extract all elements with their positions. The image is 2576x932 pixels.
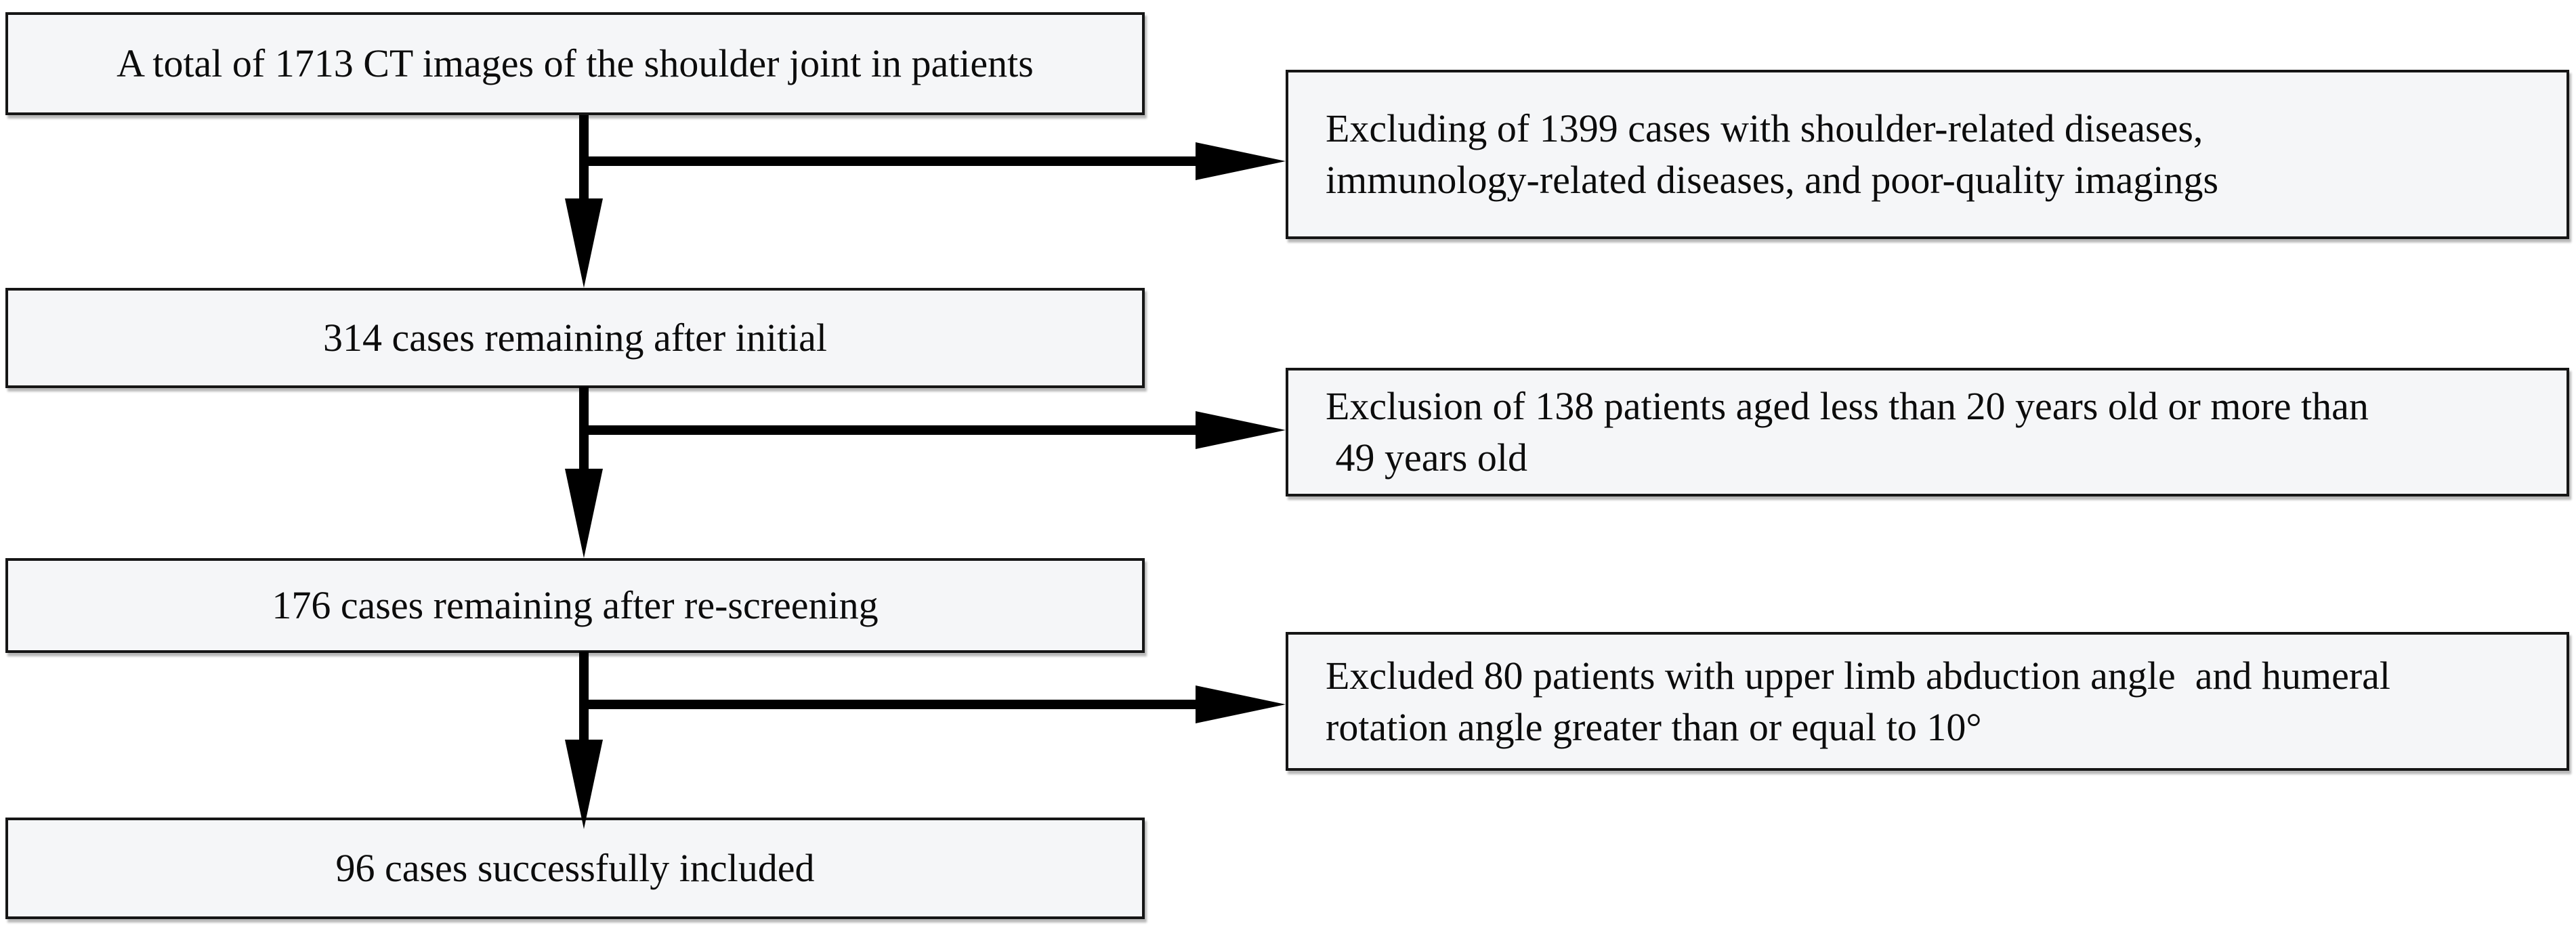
arrow-down-icon <box>565 469 603 558</box>
flow-box-rescreening-remaining: 176 cases remaining after re-screening <box>5 558 1145 653</box>
connector-down-line-3 <box>579 652 589 740</box>
arrow-right-icon <box>1196 411 1286 449</box>
arrow-right-icon <box>1196 685 1286 723</box>
flow-box-label-line: Excluded 80 patients with upper limb abd… <box>1326 653 2391 698</box>
flow-box-label-line: Excluding of 1399 cases with shoulder-re… <box>1326 106 2203 150</box>
flow-box-label: A total of 1713 CT images of the shoulde… <box>117 41 1034 85</box>
flow-box-label-line: rotation angle greater than or equal to … <box>1326 704 1982 749</box>
flow-box-total-images: A total of 1713 CT images of the shoulde… <box>5 12 1145 115</box>
flow-box-label-line: Exclusion of 138 patients aged less than… <box>1326 384 2369 428</box>
flow-box-initial-remaining: 314 cases remaining after initial <box>5 288 1145 388</box>
arrow-right-icon <box>1196 142 1286 180</box>
connector-branch-line-2 <box>584 425 1196 435</box>
flow-box-label-line: 49 years old <box>1326 436 1528 480</box>
flow-box-exclusion-diseases: Excluding of 1399 cases with shoulder-re… <box>1286 70 2569 239</box>
arrow-down-icon <box>565 740 603 829</box>
flow-box-label: 96 cases successfully included <box>335 846 815 890</box>
connector-branch-line-1 <box>584 156 1196 166</box>
flow-box-exclusion-angle: Excluded 80 patients with upper limb abd… <box>1286 632 2569 771</box>
flow-box-exclusion-age: Exclusion of 138 patients aged less than… <box>1286 368 2569 496</box>
connector-branch-line-3 <box>584 700 1196 709</box>
flow-box-included: 96 cases successfully included <box>5 818 1145 919</box>
flow-box-label: 176 cases remaining after re-screening <box>272 583 879 627</box>
flow-box-label: 314 cases remaining after initial <box>322 316 828 360</box>
flow-box-label-line: immunology-related diseases, and poor-qu… <box>1326 158 2219 202</box>
arrow-down-icon <box>565 198 603 288</box>
